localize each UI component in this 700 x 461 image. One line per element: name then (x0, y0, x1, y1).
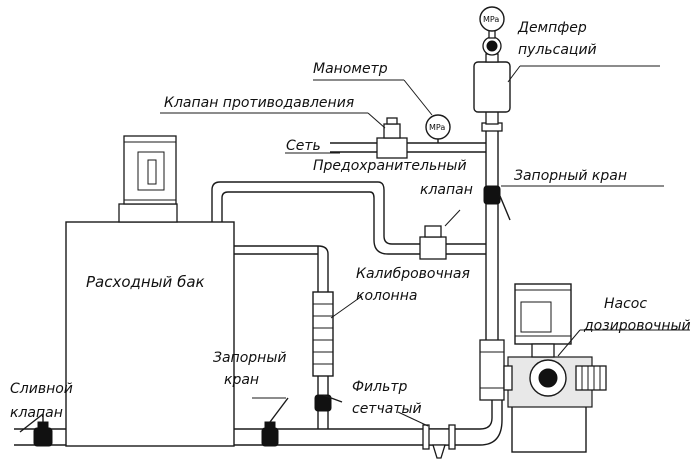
supply-tank (65, 135, 235, 447)
supply-tank-label: Расходный бак (86, 273, 205, 291)
safety-valve (419, 225, 486, 260)
shutoff-valve-column[interactable] (314, 394, 343, 412)
damper-gauge-unit: MPa (483, 15, 499, 24)
discharge-pipe (481, 122, 511, 340)
shutoff-valve-top-label: Запорный кран (514, 168, 627, 184)
pulsation-damper: MPa (473, 6, 511, 125)
shutoff-valve-bottom[interactable] (261, 397, 289, 447)
mesh-filter (422, 424, 456, 459)
manometer-unit: MPa (429, 123, 445, 132)
dosing-pump (479, 283, 607, 453)
network-line (330, 117, 486, 159)
drain-valve[interactable] (19, 413, 53, 447)
calibration-column (211, 181, 420, 429)
manometer-label: Манометр (313, 61, 388, 77)
network-label: Сеть (286, 138, 321, 154)
manometer: MPa (425, 114, 451, 143)
back-pressure-valve-label: Клапан противодавления (164, 95, 354, 111)
